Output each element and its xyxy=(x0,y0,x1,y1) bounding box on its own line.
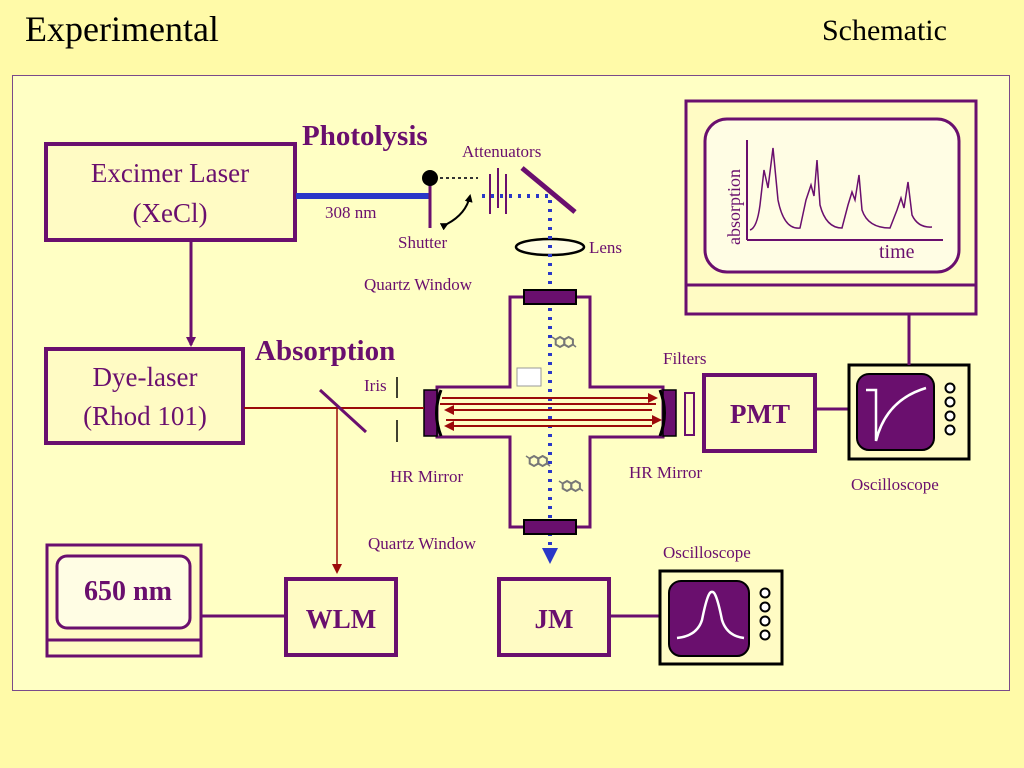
wavelength-308-label: 308 nm xyxy=(325,203,376,222)
page-title: Experimental xyxy=(25,9,219,49)
page-subtitle: Schematic xyxy=(822,14,947,47)
jm-box: JM xyxy=(497,577,611,657)
oscilloscope-right-label: Oscilloscope xyxy=(851,475,939,494)
shutter-label: Shutter xyxy=(398,233,447,252)
pmt-label: PMT xyxy=(730,399,790,429)
attenuators-label: Attenuators xyxy=(462,142,541,161)
dye-label-2: (Rhod 101) xyxy=(83,401,207,431)
jm-label: JM xyxy=(535,604,574,634)
plot-xlabel: time xyxy=(879,241,915,263)
iris-label: Iris xyxy=(364,376,387,395)
turning-mirror xyxy=(520,166,577,214)
quartz-window-bottom xyxy=(523,519,577,535)
quartz-window-bottom-label: Quartz Window xyxy=(368,534,477,553)
absorption-title: Absorption xyxy=(255,335,395,367)
hr-mirror-left xyxy=(423,389,443,437)
quartz-window-top xyxy=(523,289,577,305)
absorption-multipass-beams xyxy=(440,393,662,431)
molecule-icon xyxy=(551,336,577,348)
filters xyxy=(684,392,695,436)
reaction-cell xyxy=(435,295,665,529)
excimer-label-2: (XeCl) xyxy=(133,198,208,228)
lens-label: Lens xyxy=(589,238,622,257)
hr-mirror-left-label: HR Mirror xyxy=(390,467,464,486)
small-placeholder xyxy=(516,367,542,387)
dye-laser-box: Dye-laser (Rhod 101) xyxy=(44,347,245,445)
wlm-box: WLM xyxy=(284,577,398,657)
oscilloscope-icon xyxy=(658,569,784,666)
oscilloscope-icon xyxy=(847,363,971,461)
plot-ylabel: absorption xyxy=(724,169,744,245)
excimer-label-1: Excimer Laser xyxy=(91,158,249,188)
wavelength-monitor: 650 nm xyxy=(45,543,203,658)
attenuators xyxy=(489,168,507,214)
pmt-box: PMT xyxy=(702,373,817,453)
hr-mirror-right-label: HR Mirror xyxy=(629,463,703,482)
oscilloscope-bottom-label: Oscilloscope xyxy=(663,543,751,562)
wlm-label: WLM xyxy=(306,604,377,634)
molecule-icon xyxy=(558,480,584,492)
dye-label-1: Dye-laser xyxy=(93,362,198,392)
molecule-icon xyxy=(525,455,551,467)
wavelength-readout: 650 nm xyxy=(84,576,172,607)
monitor-icon xyxy=(684,99,978,316)
shutter-icon xyxy=(422,170,478,231)
photolysis-title: Photolysis xyxy=(302,120,428,152)
hr-mirror-right xyxy=(658,389,677,437)
quartz-window-top-label: Quartz Window xyxy=(364,275,473,294)
filters-label: Filters xyxy=(663,349,706,368)
beam-splitter xyxy=(318,388,368,434)
excimer-laser-box: Excimer Laser (XeCl) xyxy=(44,142,297,242)
